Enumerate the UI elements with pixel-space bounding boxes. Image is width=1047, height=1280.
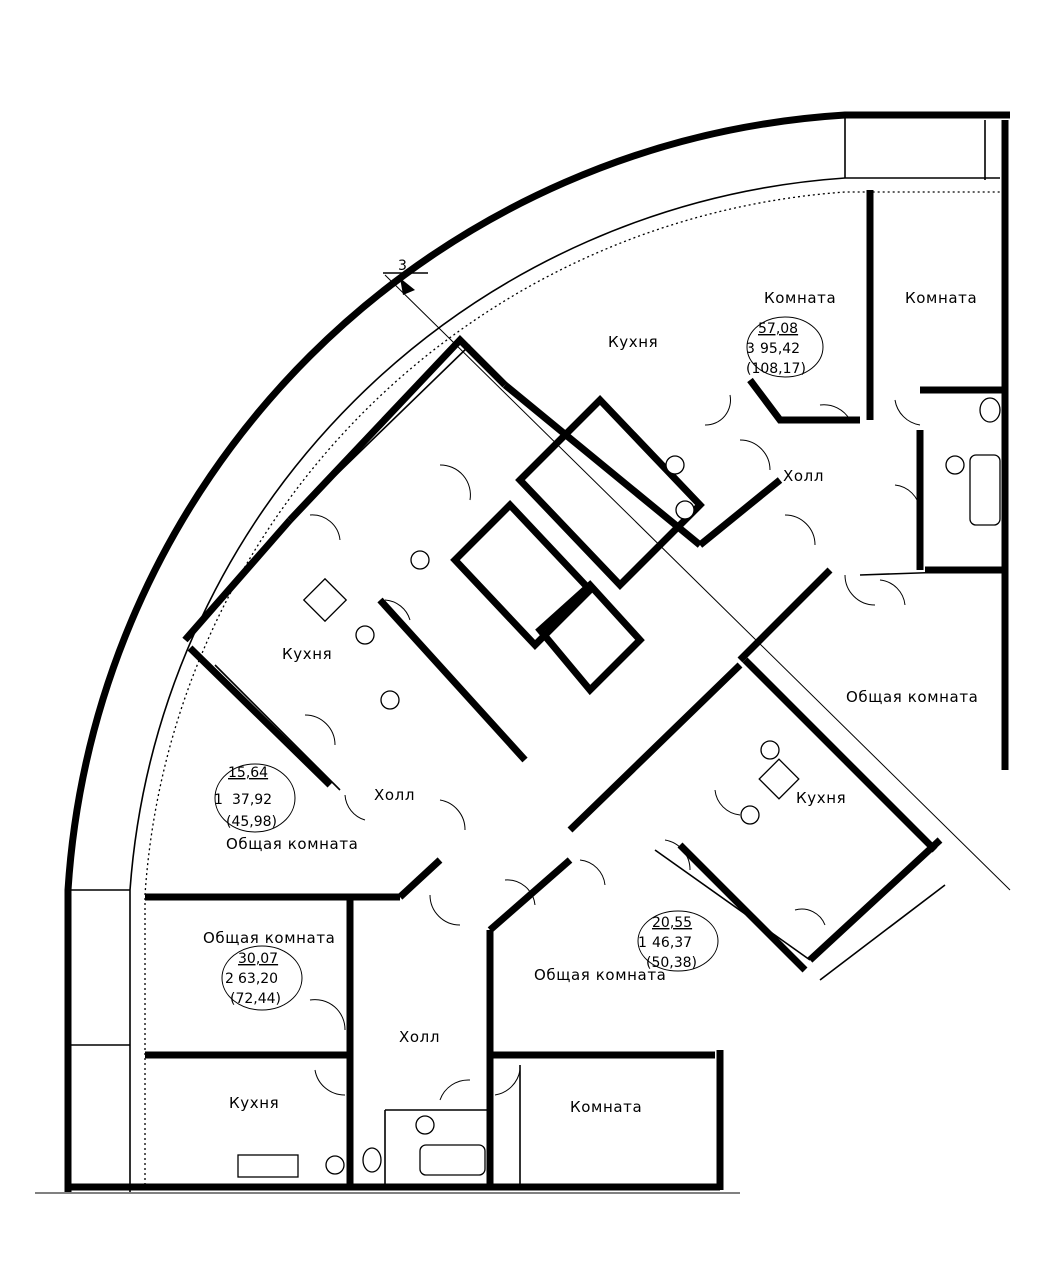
- apartment-right-lower: Кухня Общая комната 20,55 1 46,37 (50,38…: [534, 789, 846, 984]
- apartment-left: Кухня Холл Общая комната 15,64 1 37,92 (…: [214, 645, 415, 853]
- room-label-kitchen: Кухня: [229, 1094, 279, 1112]
- interior-walls: [145, 190, 1011, 1185]
- room-label-kitchen: Кухня: [608, 333, 658, 351]
- area-living: 15,64: [228, 765, 268, 781]
- room-label-hall: Холл: [399, 1028, 440, 1046]
- room-count: 2: [225, 971, 234, 987]
- outer-walls: [35, 111, 1010, 1194]
- doors: [304, 394, 921, 1101]
- area-with-balcony: (108,17): [746, 361, 806, 377]
- room-count: 3: [746, 341, 755, 357]
- apartment-bottom-left: Общая комната Холл Кухня Комната 30,07 2…: [203, 929, 642, 1116]
- room-label-room: Комната: [905, 289, 977, 307]
- room-count: 1: [638, 935, 647, 951]
- room-label-living-room: Общая комната: [226, 835, 358, 853]
- fixtures: [237, 397, 1001, 1178]
- room-label-room: Комната: [764, 289, 836, 307]
- area-total: 95,42: [760, 341, 800, 357]
- section-marker: 3: [383, 258, 428, 295]
- room-label-living-room: Общая комната: [534, 966, 666, 984]
- area-total: 63,20: [238, 971, 278, 987]
- area-with-balcony: (50,38): [646, 955, 697, 971]
- area-living: 57,08: [758, 321, 798, 337]
- area-living: 20,55: [652, 915, 692, 931]
- room-label-room: Комната: [570, 1098, 642, 1116]
- area-total: 46,37: [652, 935, 692, 951]
- area-total: 37,92: [232, 792, 272, 808]
- apartment-top-right: Кухня Комната Комната Холл Общая комната…: [608, 289, 978, 706]
- area-with-balcony: (45,98): [226, 814, 277, 830]
- room-label-kitchen: Кухня: [796, 789, 846, 807]
- area-with-balcony: (72,44): [230, 991, 281, 1007]
- room-label-living-room: Общая комната: [203, 929, 335, 947]
- room-label-kitchen: Кухня: [282, 645, 332, 663]
- section-marker-label: 3: [398, 258, 407, 274]
- room-label-hall: Холл: [374, 786, 415, 804]
- area-living: 30,07: [238, 951, 278, 967]
- room-label-hall: Холл: [783, 467, 824, 485]
- room-label-living-room: Общая комната: [846, 688, 978, 706]
- room-count: 1: [214, 792, 223, 808]
